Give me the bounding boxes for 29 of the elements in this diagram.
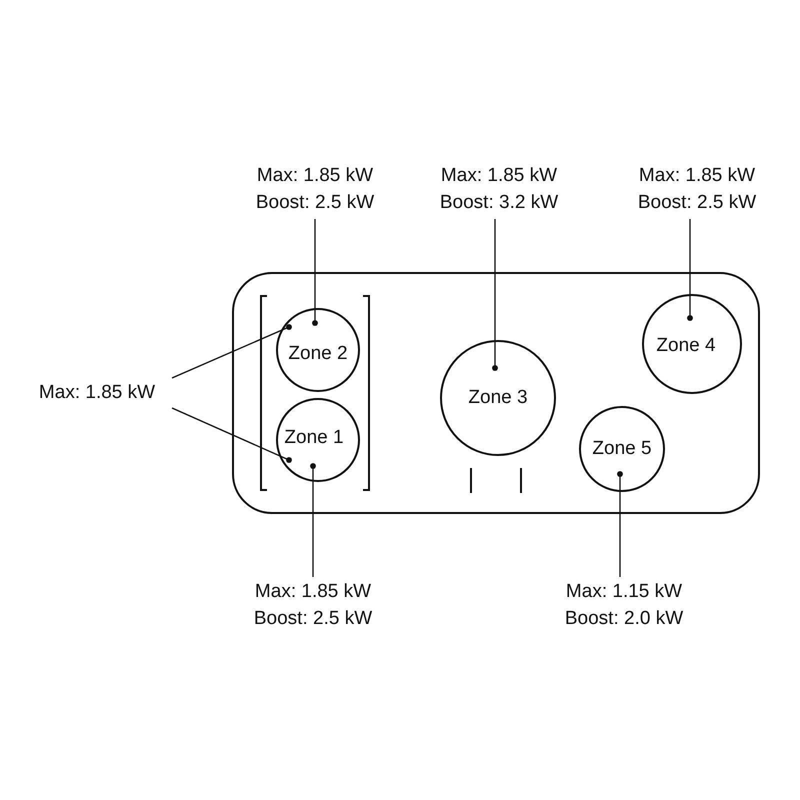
power-rating: Boost: 3.2 kW [438,191,560,215]
leader-line [617,471,623,577]
power-rating: Boost: 2.5 kW [252,607,374,631]
leader-line [492,219,498,371]
leader-line [312,219,318,326]
heating-zone [642,294,742,394]
zone-label: Zone 5 [592,438,652,460]
power-rating: Boost: 2.5 kW [636,191,758,215]
power-rating: Max: 1.85 kW [440,164,558,188]
power-rating: Max: 1.15 kW [564,580,684,604]
power-rating: Max: 1.85 kW [38,381,156,405]
power-rating: Boost: 2.5 kW [254,191,376,215]
leader-line [172,407,292,463]
zone-label: Zone 4 [656,335,716,357]
power-rating: Max: 1.85 kW [254,580,372,604]
leader-line [310,463,316,577]
leader-line [687,219,693,321]
heating-zone [276,308,360,392]
leader-line [172,324,292,379]
power-rating: Max: 1.85 kW [638,164,756,188]
heating-zone [579,406,665,492]
heating-zone [276,398,360,482]
zone-label: Zone 2 [288,343,348,365]
power-rating: Max: 1.85 kW [256,164,374,188]
cooktop-outline [232,272,760,514]
heating-zone [440,340,556,456]
zone-label: Zone 1 [284,427,344,449]
power-rating: Boost: 2.0 kW [564,607,684,631]
zone-label: Zone 3 [468,387,528,409]
